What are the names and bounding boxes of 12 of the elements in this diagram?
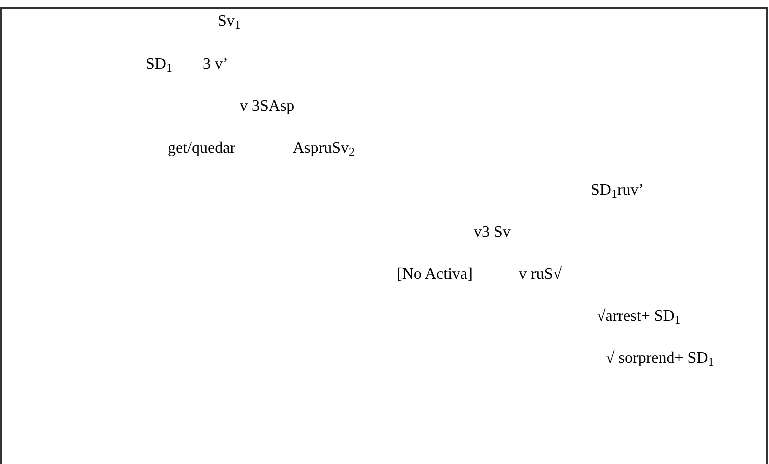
tree-label: SD$_{1}$ bbox=[146, 55, 172, 75]
tree-label: v ruS√ bbox=[519, 265, 562, 285]
tree-label: v3 Sv bbox=[474, 223, 511, 243]
tree-label: Sv$_{1}$ bbox=[218, 12, 241, 32]
tree-label: 3 v’ bbox=[203, 55, 228, 75]
tree-label: √ sorprend+ SD$_{1}$ bbox=[606, 349, 714, 369]
tree-label: AspruSv$_{2}$ bbox=[293, 139, 356, 159]
tree-label: get/quedar bbox=[168, 139, 236, 159]
tree-label: SD$_{1}$ruv’ bbox=[591, 181, 644, 201]
tree-label: √arrest+ SD$_{1}$ bbox=[597, 307, 681, 327]
tree-label: v 3SAsp bbox=[240, 97, 295, 117]
tree-label: [No Activa] bbox=[397, 265, 473, 285]
